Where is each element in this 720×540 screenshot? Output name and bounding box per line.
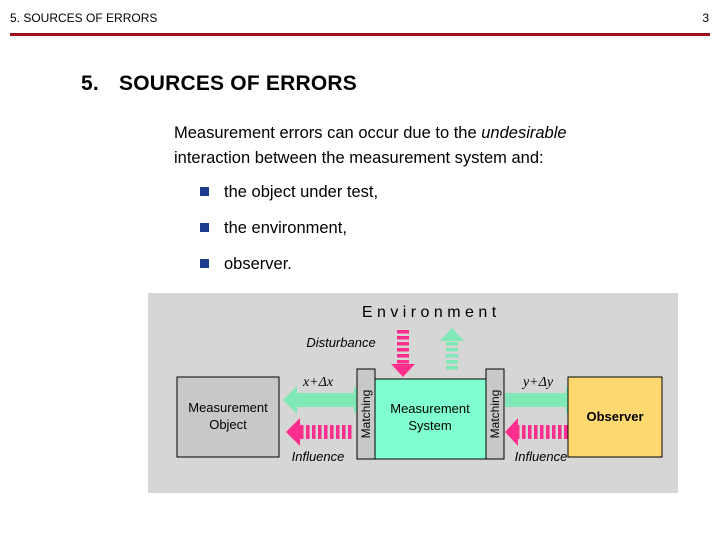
intro-after: interaction between the measurement syst… — [174, 149, 544, 167]
bullet-square-icon — [200, 223, 209, 232]
environment-label: E n v i r o n m e n t — [362, 304, 497, 321]
disturbance-arrow-pink — [391, 328, 415, 377]
measurement-system-box — [374, 378, 487, 460]
slide-title: 5. SOURCES OF ERRORS — [81, 72, 357, 96]
observer-label: Observer — [586, 409, 643, 424]
observer-box — [567, 376, 663, 458]
intro-before: Measurement errors can occur due to the — [174, 124, 482, 142]
bullet-list: the object under test, the environment, … — [200, 182, 378, 290]
bullet-item: the object under test, — [200, 182, 378, 218]
matching-left-label: Matching — [359, 390, 373, 439]
x-delta-label: x+Δx — [302, 375, 334, 390]
bullet-square-icon — [200, 187, 209, 196]
bullet-square-icon — [200, 259, 209, 268]
bullet-text: the object under test, — [224, 183, 379, 201]
title-text: SOURCES OF ERRORS — [119, 72, 357, 95]
y-delta-label: y+Δy — [521, 375, 554, 390]
page-number: 3 — [702, 11, 709, 25]
bullet-text: observer. — [224, 255, 292, 273]
header-rule — [10, 33, 710, 36]
intro-paragraph: Measurement errors can occur due to the … — [174, 121, 644, 171]
bullet-text: the environment, — [224, 219, 347, 237]
measurement-object-box — [176, 376, 280, 458]
title-number: 5. — [81, 72, 99, 95]
signal-arrow-left-green — [283, 386, 368, 414]
disturbance-label: Disturbance — [306, 335, 375, 350]
header-section-title: 5. SOURCES OF ERRORS — [10, 11, 158, 25]
matching-right-label: Matching — [488, 390, 502, 439]
influence-arrow-left-pink — [286, 418, 354, 446]
influence-arrow-right-pink — [505, 418, 568, 446]
bullet-item: observer. — [200, 254, 378, 290]
influence-right-label: Influence — [515, 449, 568, 464]
intro-emphasis: undesirable — [481, 124, 567, 142]
matching-right-bar — [485, 368, 505, 460]
bullet-item: the environment, — [200, 218, 378, 254]
influence-left-label: Influence — [292, 449, 345, 464]
disturbance-arrow-green — [440, 328, 464, 371]
